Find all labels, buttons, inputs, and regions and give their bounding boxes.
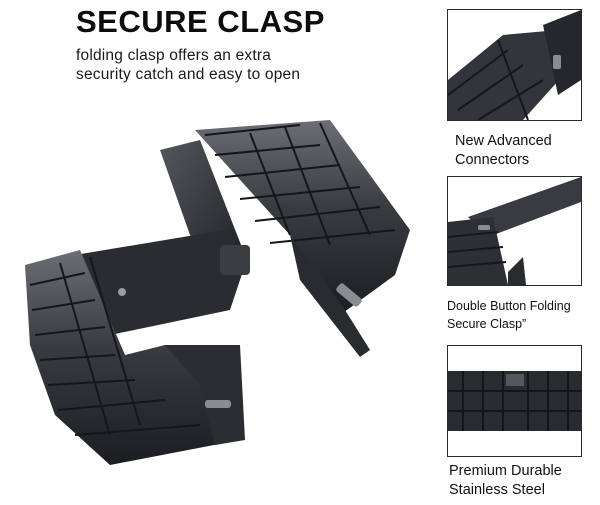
feature-caption-line: Secure Clasp”: [447, 317, 527, 331]
feature-caption-line: Double Button Folding: [447, 299, 571, 313]
right-band-links: [195, 120, 410, 357]
feature-caption-line: Premium Durable: [449, 463, 562, 479]
feature-image-steel: [447, 345, 582, 457]
feature-image-connectors: [447, 9, 582, 121]
subtitle: folding clasp offers an extra security c…: [76, 46, 406, 84]
feature-caption-line: Stainless Steel: [449, 482, 545, 498]
feature-caption-steel: Premium Durable Stainless Steel: [449, 462, 599, 500]
subtitle-line-1: folding clasp offers an extra: [76, 47, 272, 64]
feature-caption-connectors: New Advanced Connectors: [455, 132, 600, 170]
left-band-links: [25, 250, 245, 465]
feature-caption-line: New Advanced: [455, 133, 552, 149]
feature-caption-line: Connectors: [455, 152, 530, 168]
watch-band-hero-image: [25, 120, 410, 465]
headline: SECURE CLASP: [76, 4, 325, 39]
subtitle-line-2: security catch and easy to open: [76, 66, 301, 83]
feature-image-clasp: [447, 176, 582, 286]
feature-caption-clasp: Double Button Folding Secure Clasp”: [447, 297, 597, 333]
